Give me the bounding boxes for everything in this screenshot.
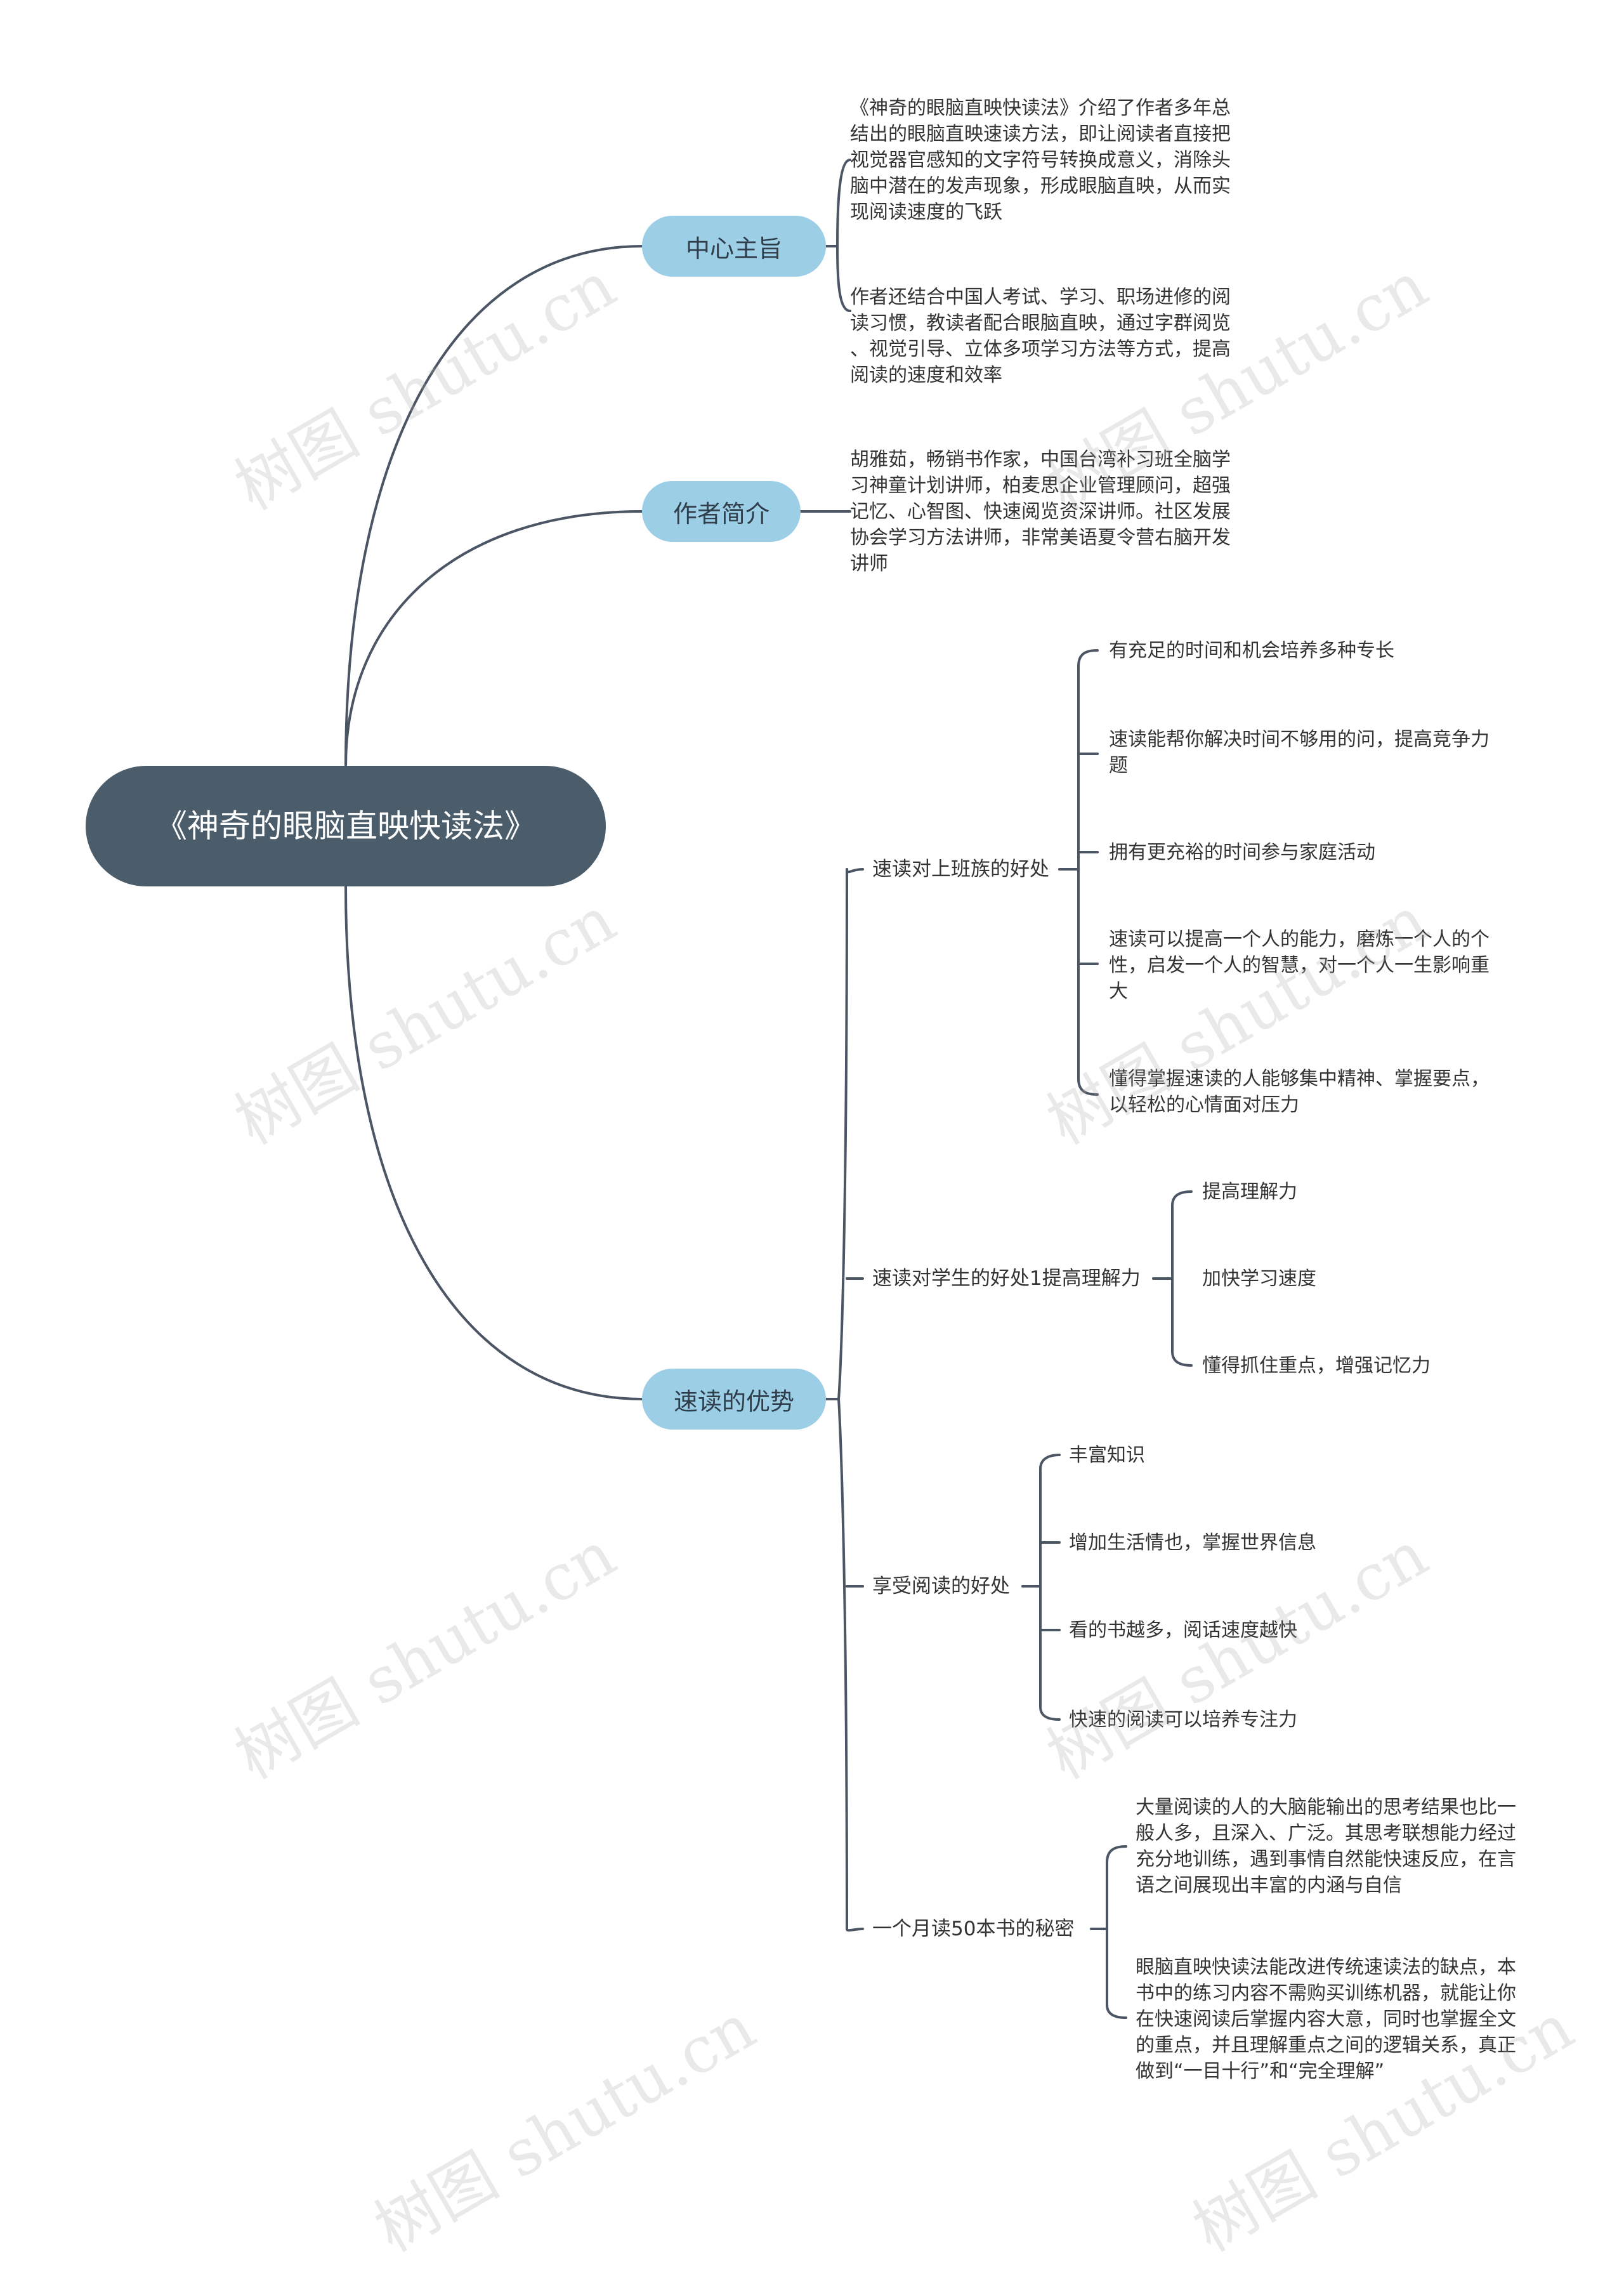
student-item: 加快学习速度 <box>1202 1268 1316 1290</box>
reading-item: 丰富知识 <box>1069 1444 1145 1466</box>
mindmap-canvas: 《神奇的眼脑直映快读法》 中心主旨 作者简介 速读的优势 《神奇的眼脑直映快读法… <box>86 97 1585 2266</box>
office-item: 速读能帮你解决时间不够用的问，提高竞争力 题 <box>1109 728 1490 777</box>
reading-item: 快速的阅读可以培养专注力 <box>1069 1709 1297 1731</box>
link-root-center <box>344 245 643 767</box>
reading-item: 增加生活情也，掌握世界信息 <box>1069 1532 1316 1554</box>
student-item: 懂得抓住重点，增强记忆力 <box>1202 1355 1431 1377</box>
branch-center[interactable]: 中心主旨 <box>642 216 826 277</box>
branch-advantages-label: 速读的优势 <box>673 1387 794 1416</box>
link-root-author <box>344 510 643 767</box>
connector-lines <box>344 159 1193 2019</box>
office-item: 有充足的时间和机会培养多种专长 <box>1109 640 1394 662</box>
office-item: 拥有更充裕的时间参与家庭活动 <box>1109 841 1375 864</box>
secret-item: 大量阅读的人的大脑能输出的思考结果也比一 般人多，且深入、广泛。其思考联想能力经… <box>1136 1796 1516 1897</box>
branch-author[interactable]: 作者简介 <box>642 481 801 542</box>
reading-item: 看的书越多，阅话速度越快 <box>1069 1619 1297 1641</box>
sub-50-books[interactable]: 一个月读50本书的秘密 <box>872 1917 1075 1940</box>
center-item: 作者还结合中国人考试、学习、职场进修的阅 读习惯，教读者配合眼脑直映，通过字群阅… <box>850 286 1231 386</box>
sub-students[interactable]: 速读对学生的好处1提高理解力 <box>872 1267 1141 1290</box>
branch-center-label: 中心主旨 <box>685 234 782 263</box>
root-topic[interactable]: 《神奇的眼脑直映快读法》 <box>86 766 606 886</box>
branch-author-label: 作者简介 <box>672 499 769 528</box>
secret-item: 眼脑直映快读法能改进传统速读法的缺点，本 书中的练习内容不需购买训练机器，就能让… <box>1136 1956 1516 2082</box>
student-item: 提高理解力 <box>1202 1181 1297 1203</box>
sub-office-workers[interactable]: 速读对上班族的好处 <box>872 858 1049 881</box>
root-title: 《神奇的眼脑直映快读法》 <box>155 808 536 845</box>
branch-advantages[interactable]: 速读的优势 <box>642 1369 826 1430</box>
office-item: 速读可以提高一个人的能力，磨炼一个人的个 性，启发一个人的智慧，对一个人一生影响… <box>1109 928 1490 1003</box>
sub-enjoy-reading[interactable]: 享受阅读的好处 <box>872 1575 1010 1598</box>
link-root-advantages <box>344 885 643 1400</box>
office-item: 懂得掌握速读的人能够集中精神、掌握要点， 以轻松的心情面对压力 <box>1109 1068 1490 1116</box>
author-item: 胡雅茹，畅销书作家，中国台湾补习班全脑学 习神童计划讲师，柏麦思企业管理顾问，超… <box>850 449 1231 575</box>
center-item: 《神奇的眼脑直映快读法》介绍了作者多年总 结出的眼脑直映速读方法，即让阅读者直接… <box>850 97 1231 223</box>
